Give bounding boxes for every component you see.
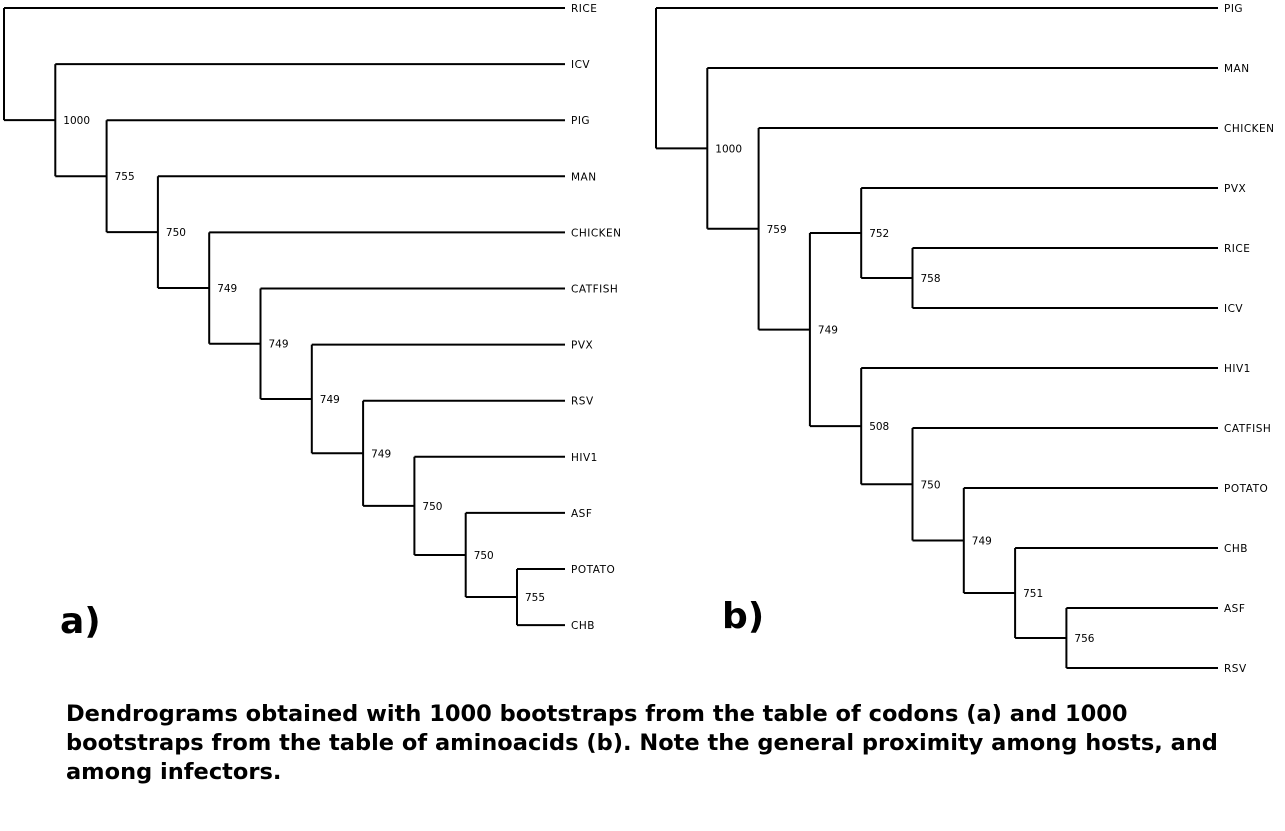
bootstrap-value: 750 [474,550,494,562]
bootstrap-value: 749 [217,283,237,295]
bootstrap-value: 750 [422,501,442,513]
leaf-label: CHB [571,620,595,632]
leaf-label: HIV1 [1224,363,1251,375]
leaf-label: ICV [571,59,590,71]
bootstrap-value: 755 [115,171,135,183]
bootstrap-value: 750 [166,227,186,239]
leaf-label: MAN [571,171,597,183]
leaf-label: CHB [1224,543,1248,555]
leaf-label: ASF [571,508,592,520]
leaf-label: PIG [1224,3,1243,15]
panel-label-b: b) [722,596,764,637]
bootstrap-value: 752 [869,228,889,240]
leaf-label: CHICKEN [571,227,622,239]
bootstrap-value: 749 [972,536,992,548]
panel-label-a: a) [60,601,101,642]
leaf-label: CATFISH [571,284,618,296]
bootstrap-value: 1000 [715,143,742,155]
leaf-label: HIV1 [571,452,598,464]
bootstrap-value: 759 [767,224,787,236]
bootstrap-value: 758 [921,273,941,285]
bootstrap-value: 755 [525,592,545,604]
leaf-label: CHICKEN [1224,123,1275,135]
bootstrap-value: 750 [921,479,941,491]
bootstrap-value: 749 [818,325,838,337]
leaf-label: RSV [571,396,594,408]
leaf-label: PVX [571,340,593,352]
bootstrap-value: 1000 [63,115,90,127]
leaf-label: PIG [571,115,590,127]
bootstrap-value: 749 [371,448,391,460]
leaf-label: CATFISH [1224,423,1271,435]
bootstrap-value: 508 [869,421,889,433]
leaf-label: ICV [1224,303,1243,315]
leaf-label: MAN [1224,63,1250,75]
figure-caption: Dendrograms obtained with 1000 bootstrap… [66,701,1218,785]
bootstrap-value: 751 [1023,588,1043,600]
bootstrap-value: 749 [269,339,289,351]
leaf-label: PVX [1224,183,1246,195]
bootstrap-value: 749 [320,394,340,406]
bootstrap-value: 756 [1074,633,1094,645]
leaf-label: POTATO [571,564,615,576]
dendrogram-a: RICE 1000 ICV 755 PIG 750 MAN 749 CHICKEN 749 CATF… [3,3,622,632]
leaf-label: RSV [1224,663,1247,675]
leaf-label: ASF [1224,603,1245,615]
leaf-label: RICE [571,3,597,15]
leaf-label: POTATO [1224,483,1268,495]
leaf-label: RICE [1224,243,1250,255]
dendrogram-b: PIG 1000 MAN 759 CHICKEN 749 752 PVX 758 RICE ICV 5… [655,3,1275,675]
